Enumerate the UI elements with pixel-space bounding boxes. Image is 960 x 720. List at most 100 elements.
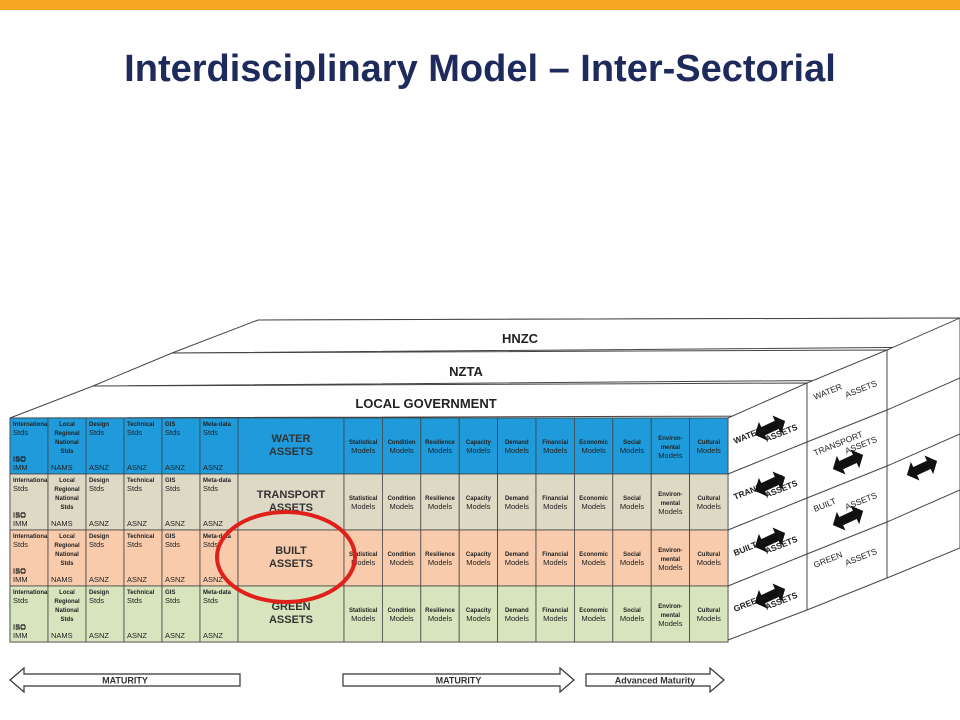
std-code: ASNZ <box>89 575 109 584</box>
std-label: Meta-data <box>203 590 232 596</box>
model-label: Cultural <box>697 552 720 558</box>
std-code: NAMS <box>51 463 73 472</box>
std-label: Stds <box>127 484 142 493</box>
std-cell <box>85 417 125 475</box>
page-title: Interdisciplinary Model – Inter-Sectoria… <box>124 48 836 90</box>
asset-name-built: ASSETS <box>269 558 313 570</box>
std-code: ISO <box>13 454 26 463</box>
std-cell <box>123 529 163 587</box>
std-code: IMM <box>13 575 28 584</box>
std-label: Local <box>59 478 75 484</box>
model-cell <box>574 473 614 531</box>
model-label: Models <box>505 502 529 511</box>
asset-name-built: BUILT <box>275 545 307 557</box>
model-cell <box>650 417 691 475</box>
model-label: Statistical <box>349 608 378 614</box>
std-label: Stds <box>13 484 28 493</box>
std-cell <box>161 585 201 643</box>
model-cell <box>381 529 422 587</box>
asset-name-green: ASSETS <box>269 614 313 626</box>
model-cell <box>689 585 729 643</box>
model-label: Models <box>428 614 452 623</box>
maturity-arrow-right <box>342 666 575 694</box>
std-code: NAMS <box>51 575 73 584</box>
std-code: IMM <box>13 631 28 640</box>
std-label: International <box>13 478 49 484</box>
std-label: International <box>13 534 49 540</box>
model-label: Statistical <box>349 552 378 558</box>
model-cell <box>420 473 460 531</box>
model-label: Capacity <box>466 496 492 502</box>
model-label: Financial <box>542 496 568 502</box>
model-label: Condition <box>388 496 416 502</box>
std-label: Stds <box>13 428 28 437</box>
model-label: Models <box>697 446 721 455</box>
double-arrow-icon <box>832 449 864 475</box>
std-label: GIS <box>165 478 175 484</box>
std-label: Stds <box>127 596 142 605</box>
model-cell <box>497 529 537 587</box>
model-label: Demand <box>505 608 529 614</box>
asset-cell <box>237 417 345 475</box>
std-label: Regional <box>54 599 80 605</box>
maturity-arrow-left <box>9 666 241 694</box>
side-divider <box>886 433 960 467</box>
std-code: ASNZ <box>203 631 223 640</box>
model-label: Financial <box>542 552 568 558</box>
double-arrow-icon <box>754 583 786 609</box>
model-label: Models <box>543 502 567 511</box>
model-label: Condition <box>388 608 416 614</box>
std-cell <box>47 417 87 475</box>
std-code: ASNZ <box>203 519 223 528</box>
model-cell <box>381 585 422 643</box>
model-cell <box>497 585 537 643</box>
std-label: International <box>13 590 49 596</box>
model-label: Models <box>466 614 490 623</box>
std-label: Stds <box>127 428 142 437</box>
model-label: Models <box>390 614 414 623</box>
std-code: ISO <box>13 455 26 464</box>
std-code: ASNZ <box>127 463 147 472</box>
std-label: Design <box>89 478 109 484</box>
side-divider <box>886 377 960 411</box>
std-label: Stds <box>89 596 104 605</box>
std-code: ISO <box>13 622 26 631</box>
model-label: Environ- <box>658 436 682 442</box>
model-label: Cultural <box>697 440 720 446</box>
model-cell <box>689 417 729 475</box>
layer-label-nzta: NZTA <box>449 364 483 379</box>
advanced-maturity-arrow <box>585 666 725 694</box>
std-label: Technical <box>127 534 155 540</box>
std-label: Stds <box>165 540 180 549</box>
model-label: Capacity <box>466 552 492 558</box>
model-label: Resilience <box>425 440 455 446</box>
std-label: Technical <box>127 590 155 596</box>
layer-label-hnzc: HNZC <box>502 331 539 346</box>
model-label: Resilience <box>425 496 455 502</box>
model-label: Models <box>351 558 375 567</box>
model-label: Social <box>623 440 641 446</box>
highlight-circle <box>215 510 357 604</box>
model-label: Models <box>620 446 644 455</box>
std-label: Stds <box>60 449 74 455</box>
model-label: Models <box>582 558 606 567</box>
model-label: Social <box>623 496 641 502</box>
model-cell <box>535 417 575 475</box>
layer-nzta-band <box>92 349 888 387</box>
std-label: Design <box>89 590 109 596</box>
model-label: Resilience <box>425 552 455 558</box>
model-label: Demand <box>505 496 529 502</box>
model-label: Financial <box>542 608 568 614</box>
std-label: National <box>55 440 79 446</box>
model-label: Models <box>390 502 414 511</box>
model-cell <box>420 529 460 587</box>
model-label: Environ- <box>658 492 682 498</box>
model-label: Models <box>543 446 567 455</box>
model-label: mental <box>661 613 681 619</box>
std-cell <box>47 585 87 643</box>
std-label: Stds <box>60 617 74 623</box>
model-label: Models <box>620 614 644 623</box>
model-cell <box>497 417 537 475</box>
advanced-maturity-arrow-label: Advanced Maturity <box>615 676 696 686</box>
std-code: ASNZ <box>165 631 185 640</box>
